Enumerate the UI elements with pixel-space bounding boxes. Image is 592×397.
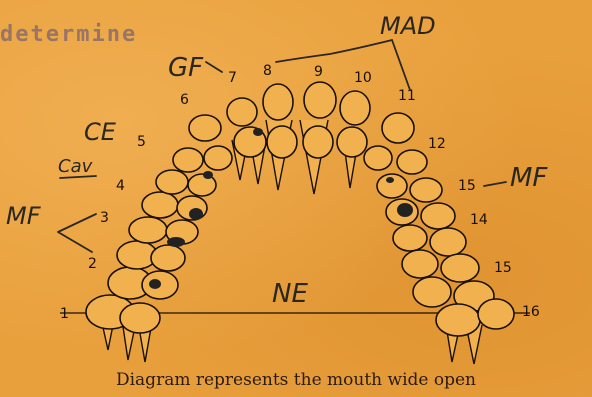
tooth-left-canine — [204, 146, 232, 170]
decay-mark — [189, 208, 203, 220]
decay-mark — [203, 171, 213, 179]
tooth-8 — [263, 84, 293, 120]
tooth-left-premolar — [156, 170, 188, 194]
mf-left-pointer — [58, 214, 96, 252]
decay-mark — [149, 279, 161, 289]
tooth-16 — [478, 299, 514, 329]
annotation-ce: CE — [84, 118, 117, 146]
annotation-mad: MAD — [380, 12, 436, 40]
tooth-left-6 — [189, 115, 221, 141]
mad-pointer-left — [276, 40, 392, 62]
number-16: 16 — [522, 304, 540, 320]
tooth-left-premolar — [142, 192, 178, 218]
annotation-ne: NE — [272, 279, 308, 309]
number-15-lower: 15 — [494, 260, 512, 276]
tooth-left-molar — [151, 245, 185, 271]
diagram-caption: Diagram represents the mouth wide open — [0, 370, 592, 390]
number-14: 14 — [470, 212, 488, 228]
number-11: 11 — [398, 88, 416, 104]
decay-mark — [386, 177, 394, 183]
annotation-cav: Cav — [58, 156, 93, 177]
decay-mark — [167, 237, 185, 247]
tooth-right-molar — [436, 304, 480, 336]
tooth-right-molar — [402, 250, 438, 278]
number-8: 8 — [263, 63, 272, 79]
decay-mark — [253, 128, 263, 136]
tooth-incisor — [337, 127, 367, 157]
tooth-incisor — [303, 126, 333, 158]
annotation-mf-right: MF — [510, 163, 548, 193]
tooth-left-7 — [227, 98, 257, 126]
tooth-left-premolar — [129, 217, 167, 243]
tooth-11 — [382, 113, 414, 143]
mad-pointer-right — [392, 40, 410, 90]
tooth-12 — [397, 150, 427, 174]
annotation-mf-left: MF — [6, 202, 42, 230]
tooth-9 — [304, 82, 336, 118]
tooth-right-molar — [393, 225, 427, 251]
tooth-right-molar — [441, 254, 479, 282]
decay-mark — [397, 203, 413, 217]
number-10: 10 — [354, 70, 372, 86]
tooth-right-molar — [413, 277, 451, 307]
tooth-14 — [421, 203, 455, 229]
tooth-left-canine — [173, 148, 203, 172]
annotation-gf: GF — [168, 53, 204, 83]
number-4: 4 — [116, 178, 125, 194]
number-7: 7 — [228, 70, 237, 86]
tooth-right-molar — [430, 228, 466, 256]
number-1: 1 — [60, 306, 69, 322]
number-2: 2 — [88, 256, 97, 272]
number-3: 3 — [100, 210, 109, 226]
gf-pointer — [206, 62, 222, 72]
number-9: 9 — [314, 64, 323, 80]
number-15-upper: 15 — [458, 178, 476, 194]
left-arch — [86, 82, 336, 362]
tooth-incisor — [267, 126, 297, 158]
tooth-left-molar — [120, 303, 160, 333]
tooth-right-premolar — [410, 178, 442, 202]
mf-right-dash — [484, 182, 506, 186]
tooth-right-canine — [364, 146, 392, 170]
number-5: 5 — [137, 134, 146, 150]
tooth-10 — [340, 91, 370, 125]
number-6: 6 — [180, 92, 189, 108]
number-12: 12 — [428, 136, 446, 152]
